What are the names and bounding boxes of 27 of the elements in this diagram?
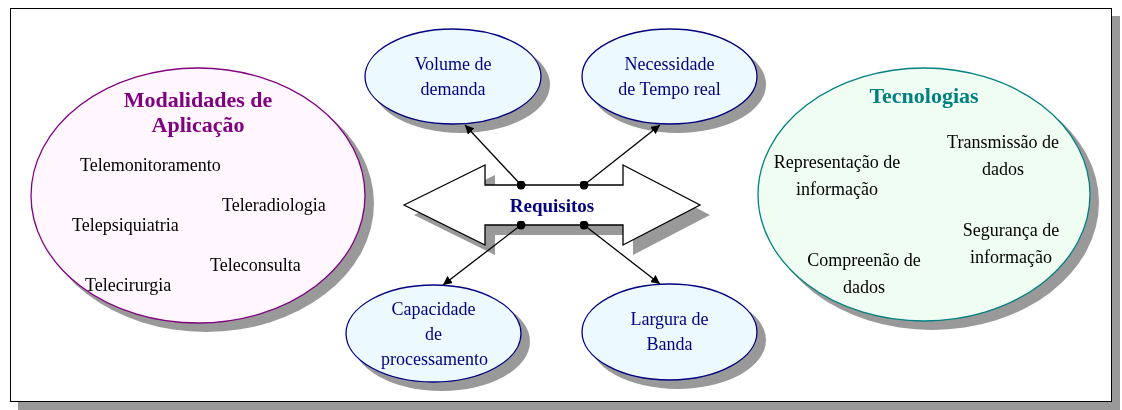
item-text: Transmissão de dados [946,131,1060,181]
category-ellipse [757,67,1091,322]
arrow [464,124,526,190]
requirement-ellipse [581,283,758,381]
node-label: Volume de demanda [413,52,493,101]
node-label: Capacidade de processamento [380,297,489,371]
item-text: Teleradiologia [222,194,326,217]
item-text: Telecirurgia [85,274,172,297]
node-label: Largura de Banda [629,308,710,356]
item-text: Teleconsulta [210,254,301,277]
arrow-label: Requisitos [508,193,596,218]
item-text: Compreenão de dados [806,249,922,299]
item-text: Representação de informação [772,151,902,201]
requirement-ellipse [581,28,758,125]
requirement-ellipse [345,284,522,383]
requirement-ellipse [364,28,542,125]
arrow [579,124,661,190]
heading-text: Tecnologias [868,83,980,108]
category-ellipse [30,67,366,324]
item-text: Telepsiquiatria [72,214,179,237]
item-text: Telemonitoramento [80,154,221,177]
node-label: Necessidade de Tempo real [617,52,722,101]
item-text: Segurança de informação [961,219,1061,269]
heading-text: Modalidades de Aplicação [122,87,274,137]
arrow [579,220,661,285]
arrow [442,220,526,286]
double-arrow-shape [404,165,700,245]
